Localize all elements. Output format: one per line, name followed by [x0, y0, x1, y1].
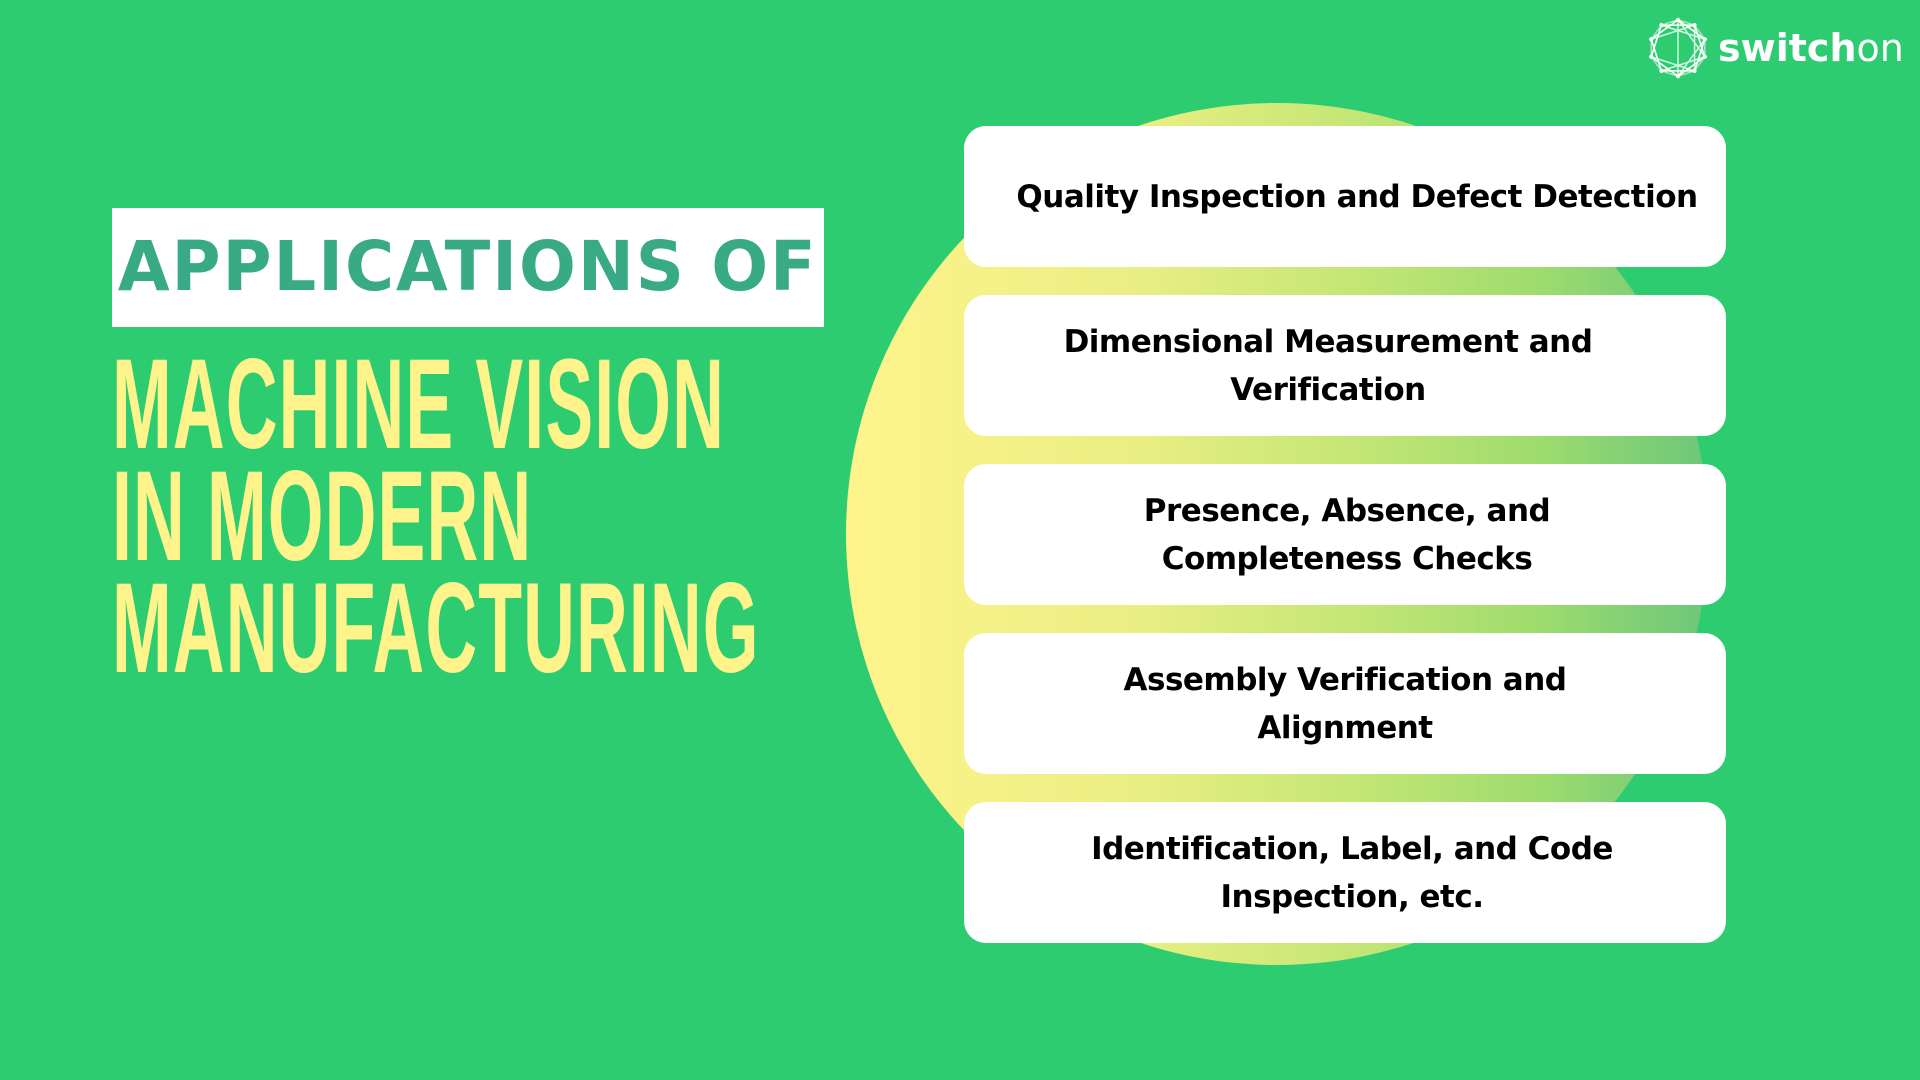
card-label-line: Verification [1230, 371, 1426, 408]
brand-logo: switchon [1646, 16, 1904, 80]
application-card-identification: Identification, Label, and Code Inspecti… [964, 802, 1726, 943]
brand-wordmark-bold: switch [1718, 26, 1857, 70]
application-card-assembly-verification: Assembly Verification and Alignment [964, 633, 1726, 774]
card-label: Quality Inspection and Defect Detection [1016, 173, 1698, 221]
application-card-presence-absence: Presence, Absence, and Completeness Chec… [964, 464, 1726, 605]
kicker-box: APPLICATIONS OF [112, 208, 824, 327]
star-polygon-icon [1646, 16, 1710, 80]
title-line-1: MACHINE VISION [112, 333, 726, 476]
card-label-line: Identification, Label, and Code [1091, 830, 1613, 867]
card-label-line: Assembly Verification and [1123, 661, 1567, 698]
card-label-line: Completeness Checks [1161, 540, 1533, 577]
application-card-quality-inspection: Quality Inspection and Defect Detection [964, 126, 1726, 267]
card-label: Presence, Absence, and Completeness Chec… [1143, 487, 1551, 583]
kicker-text: APPLICATIONS OF [118, 227, 818, 307]
card-label: Assembly Verification and Alignment [1124, 656, 1567, 752]
card-label-line: Quality Inspection and Defect Detection [1016, 178, 1698, 215]
card-label: Identification, Label, and Code Inspecti… [1091, 825, 1613, 921]
brand-wordmark-light: on [1856, 26, 1904, 70]
card-label-line: Alignment [1257, 709, 1433, 746]
title-line-2: IN MODERN [112, 445, 533, 588]
card-label-line: Dimensional Measurement and [1063, 323, 1593, 360]
application-card-dimensional-measurement: Dimensional Measurement and Verification [964, 295, 1726, 436]
card-label-line: Presence, Absence, and [1143, 492, 1551, 529]
applications-list: Quality Inspection and Defect Detection … [964, 126, 1726, 971]
brand-wordmark: switchon [1718, 29, 1904, 67]
card-label: Dimensional Measurement and Verification [1064, 318, 1593, 414]
title-line-3: MANUFACTURING [112, 557, 760, 700]
page-title: MACHINE VISION IN MODERN MANUFACTURING [112, 333, 912, 700]
card-label-line: Inspection, etc. [1220, 878, 1484, 915]
